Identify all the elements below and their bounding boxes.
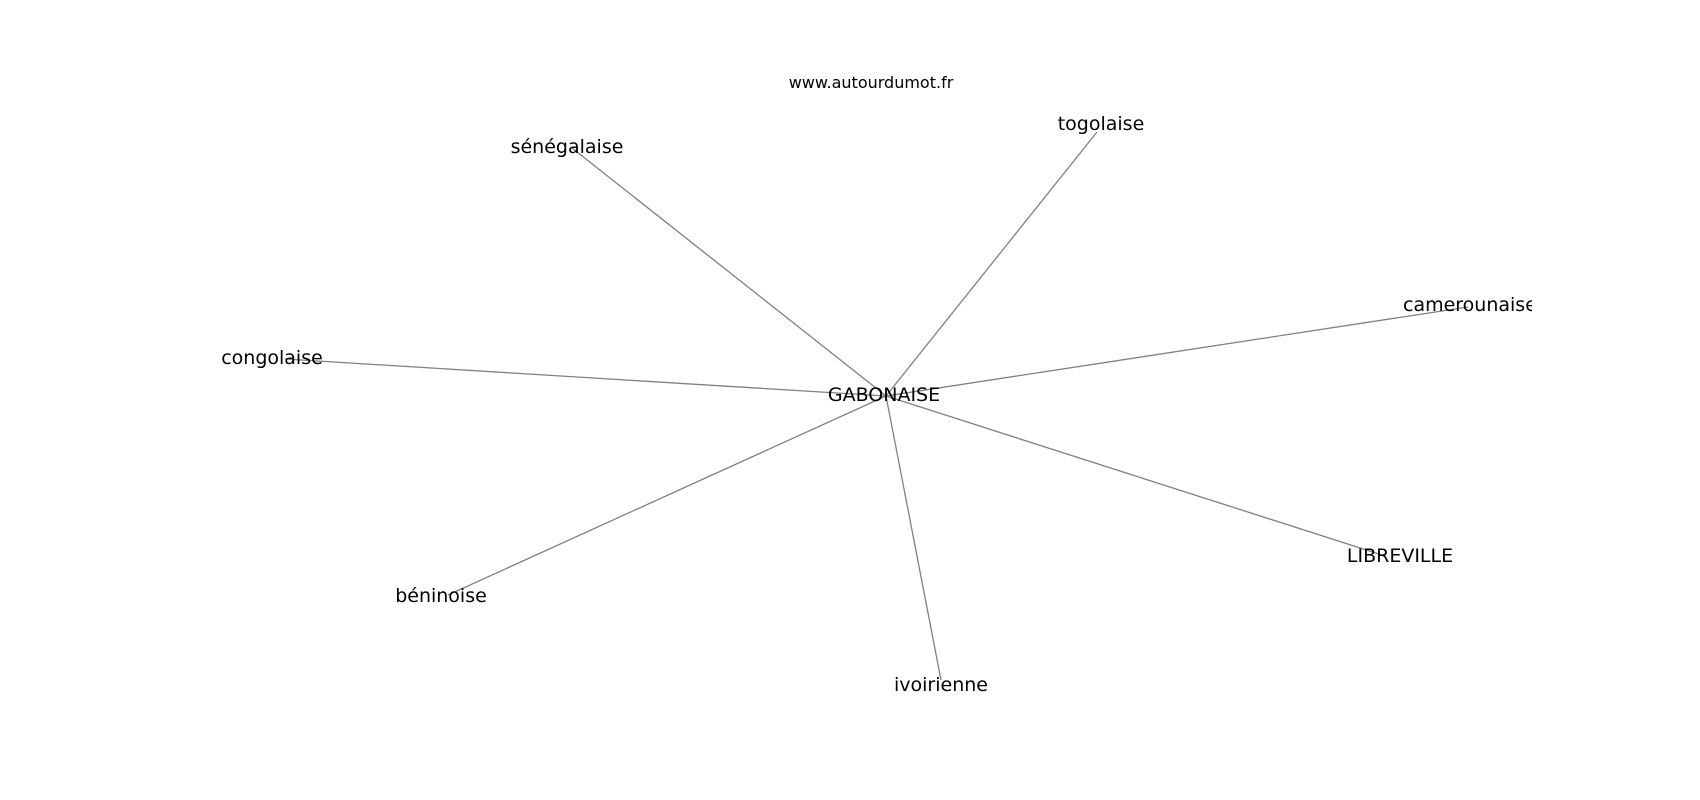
site-url: www.autourdumot.fr — [789, 73, 954, 92]
edge-gabonaise-libreville — [885, 395, 1383, 556]
node-camerounaise[interactable]: camerounaise — [1403, 294, 1537, 316]
node-congolaise[interactable]: congolaise — [221, 347, 323, 369]
edge-gabonaise-camerounaise — [885, 306, 1469, 397]
edge-gabonaise-senegalaise — [571, 147, 887, 397]
node-senegalaise[interactable]: sénégalaise — [511, 136, 624, 158]
edge-gabonaise-ivoirienne — [885, 395, 942, 681]
edges — [284, 131, 1469, 681]
node-beninoise[interactable]: béninoise — [395, 585, 487, 607]
edge-gabonaise-togolaise — [885, 131, 1098, 397]
node-ivoirienne[interactable]: ivoirienne — [894, 674, 988, 696]
node-gabonaise[interactable]: GABONAISE — [828, 384, 940, 406]
edge-gabonaise-congolaise — [284, 358, 887, 397]
node-libreville[interactable]: LIBREVILLE — [1347, 545, 1453, 567]
node-togolaise[interactable]: togolaise — [1058, 113, 1145, 135]
edge-gabonaise-beninoise — [447, 395, 887, 596]
